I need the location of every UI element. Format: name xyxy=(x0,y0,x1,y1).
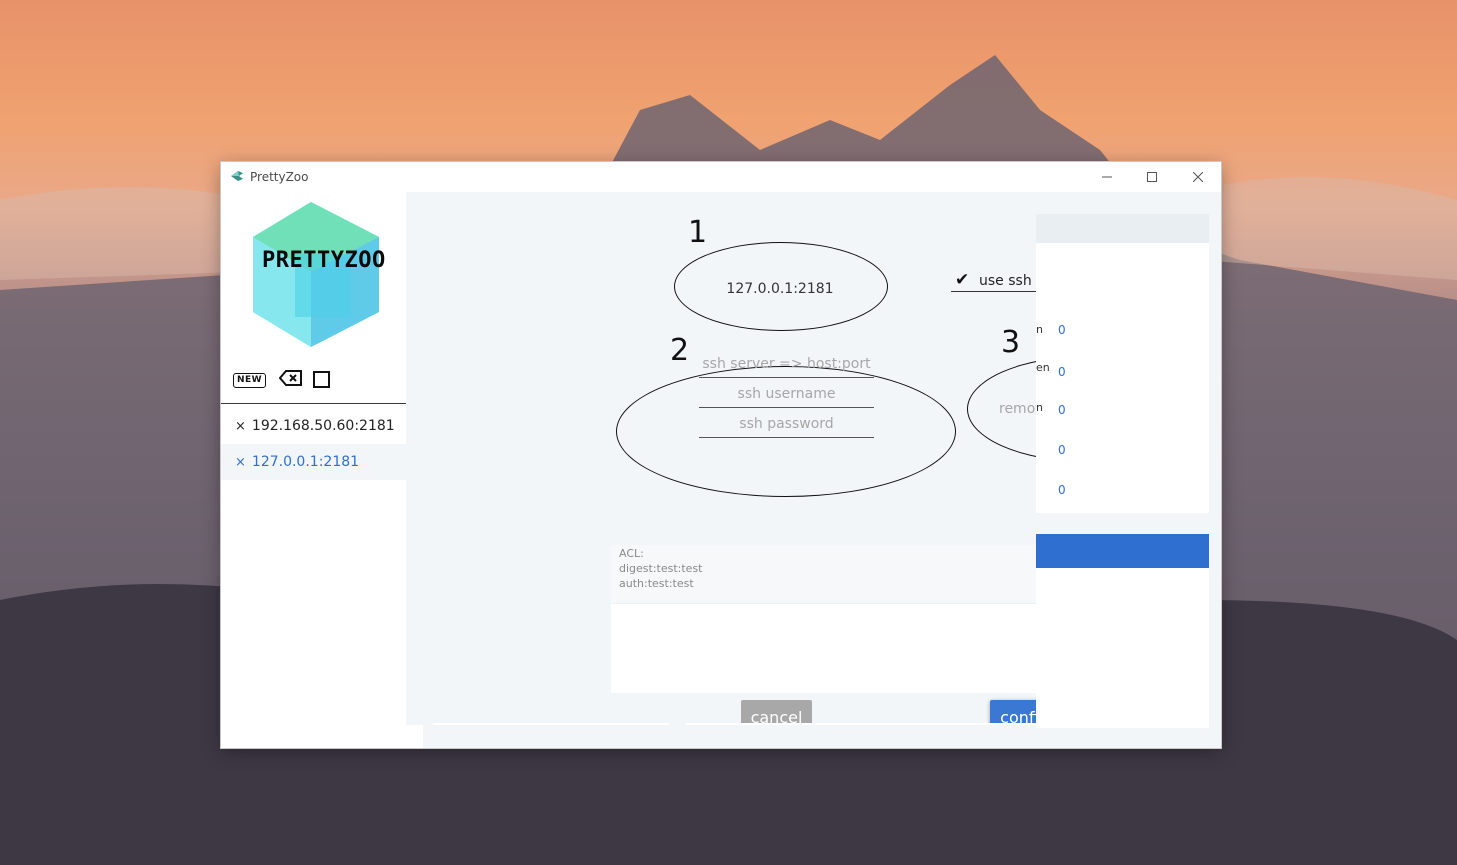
stat-value: 0 xyxy=(1058,483,1066,497)
acl-line: auth:test:test xyxy=(619,577,694,590)
checkmark-icon: ✔ xyxy=(955,270,970,290)
stat-value: 0 xyxy=(1058,443,1066,457)
form-footer xyxy=(423,725,1036,748)
title-bar[interactable]: PrettyZoo xyxy=(221,162,1221,192)
remove-server-icon[interactable]: × xyxy=(235,454,246,470)
maximize-icon xyxy=(1147,172,1157,182)
remove-server-icon[interactable]: × xyxy=(235,418,246,434)
close-button[interactable] xyxy=(1175,162,1221,192)
server-item-label: 127.0.0.1:2181 xyxy=(251,454,360,470)
server-stats: n 0 en 0 n 0 0 0 xyxy=(1036,243,1209,513)
delete-icon[interactable] xyxy=(279,369,303,387)
minimize-icon xyxy=(1102,176,1112,178)
stat-value: 0 xyxy=(1058,403,1066,417)
sidebar: PRETTYZOO NEW × 192.168.50.60:2181 × 127… xyxy=(221,192,406,748)
annotation-number-1: 1 xyxy=(688,215,708,250)
annotation-number-2: 2 xyxy=(670,333,690,368)
server-toolbar: NEW xyxy=(221,368,406,392)
logo: PRETTYZOO xyxy=(221,192,406,357)
footer-divider xyxy=(433,723,669,725)
stat-label: en xyxy=(1036,361,1050,374)
panel-blue-bar[interactable] xyxy=(1036,534,1209,568)
prettyzoo-window: PrettyZoo PRETTYZOO NEW xyxy=(221,162,1221,748)
footer-divider xyxy=(686,723,1036,725)
ssh-server-input[interactable] xyxy=(699,351,874,378)
close-icon xyxy=(1193,172,1203,182)
server-info-panel: n 0 en 0 n 0 0 0 xyxy=(1036,192,1221,748)
acl-line: ACL: xyxy=(619,547,644,560)
logo-text: PRETTYZOO xyxy=(262,248,386,273)
logo-hexagon xyxy=(253,202,379,347)
server-item-active[interactable]: × 127.0.0.1:2181 xyxy=(221,444,406,480)
square-icon[interactable] xyxy=(313,371,330,388)
server-item-label: 192.168.50.60:2181 xyxy=(251,418,395,434)
info-panel-header xyxy=(1036,214,1209,243)
stat-value: 0 xyxy=(1058,323,1066,337)
window-title: PrettyZoo xyxy=(250,170,309,184)
annotation-ellipse-1 xyxy=(674,242,888,331)
app-icon xyxy=(231,171,243,181)
server-item[interactable]: × 192.168.50.60:2181 xyxy=(221,408,406,444)
stat-value: 0 xyxy=(1058,365,1066,379)
annotation-number-3: 3 xyxy=(1001,325,1021,360)
sidebar-divider xyxy=(221,403,406,404)
stat-label: n xyxy=(1036,401,1043,414)
panel-content xyxy=(1036,568,1209,728)
maximize-button[interactable] xyxy=(1129,162,1175,192)
stat-label: n xyxy=(1036,323,1043,336)
ssh-username-input[interactable] xyxy=(699,381,874,408)
minimize-button[interactable] xyxy=(1084,162,1130,192)
server-address-value[interactable]: 127.0.0.1:2181 xyxy=(726,281,834,297)
acl-line: digest:test:test xyxy=(619,562,703,575)
new-icon[interactable]: NEW xyxy=(233,373,267,388)
server-form: 1 2 3 127.0.0.1:2181 ✔ use ssh tunnel AC… xyxy=(406,192,1207,734)
ssh-password-input[interactable] xyxy=(699,411,874,438)
